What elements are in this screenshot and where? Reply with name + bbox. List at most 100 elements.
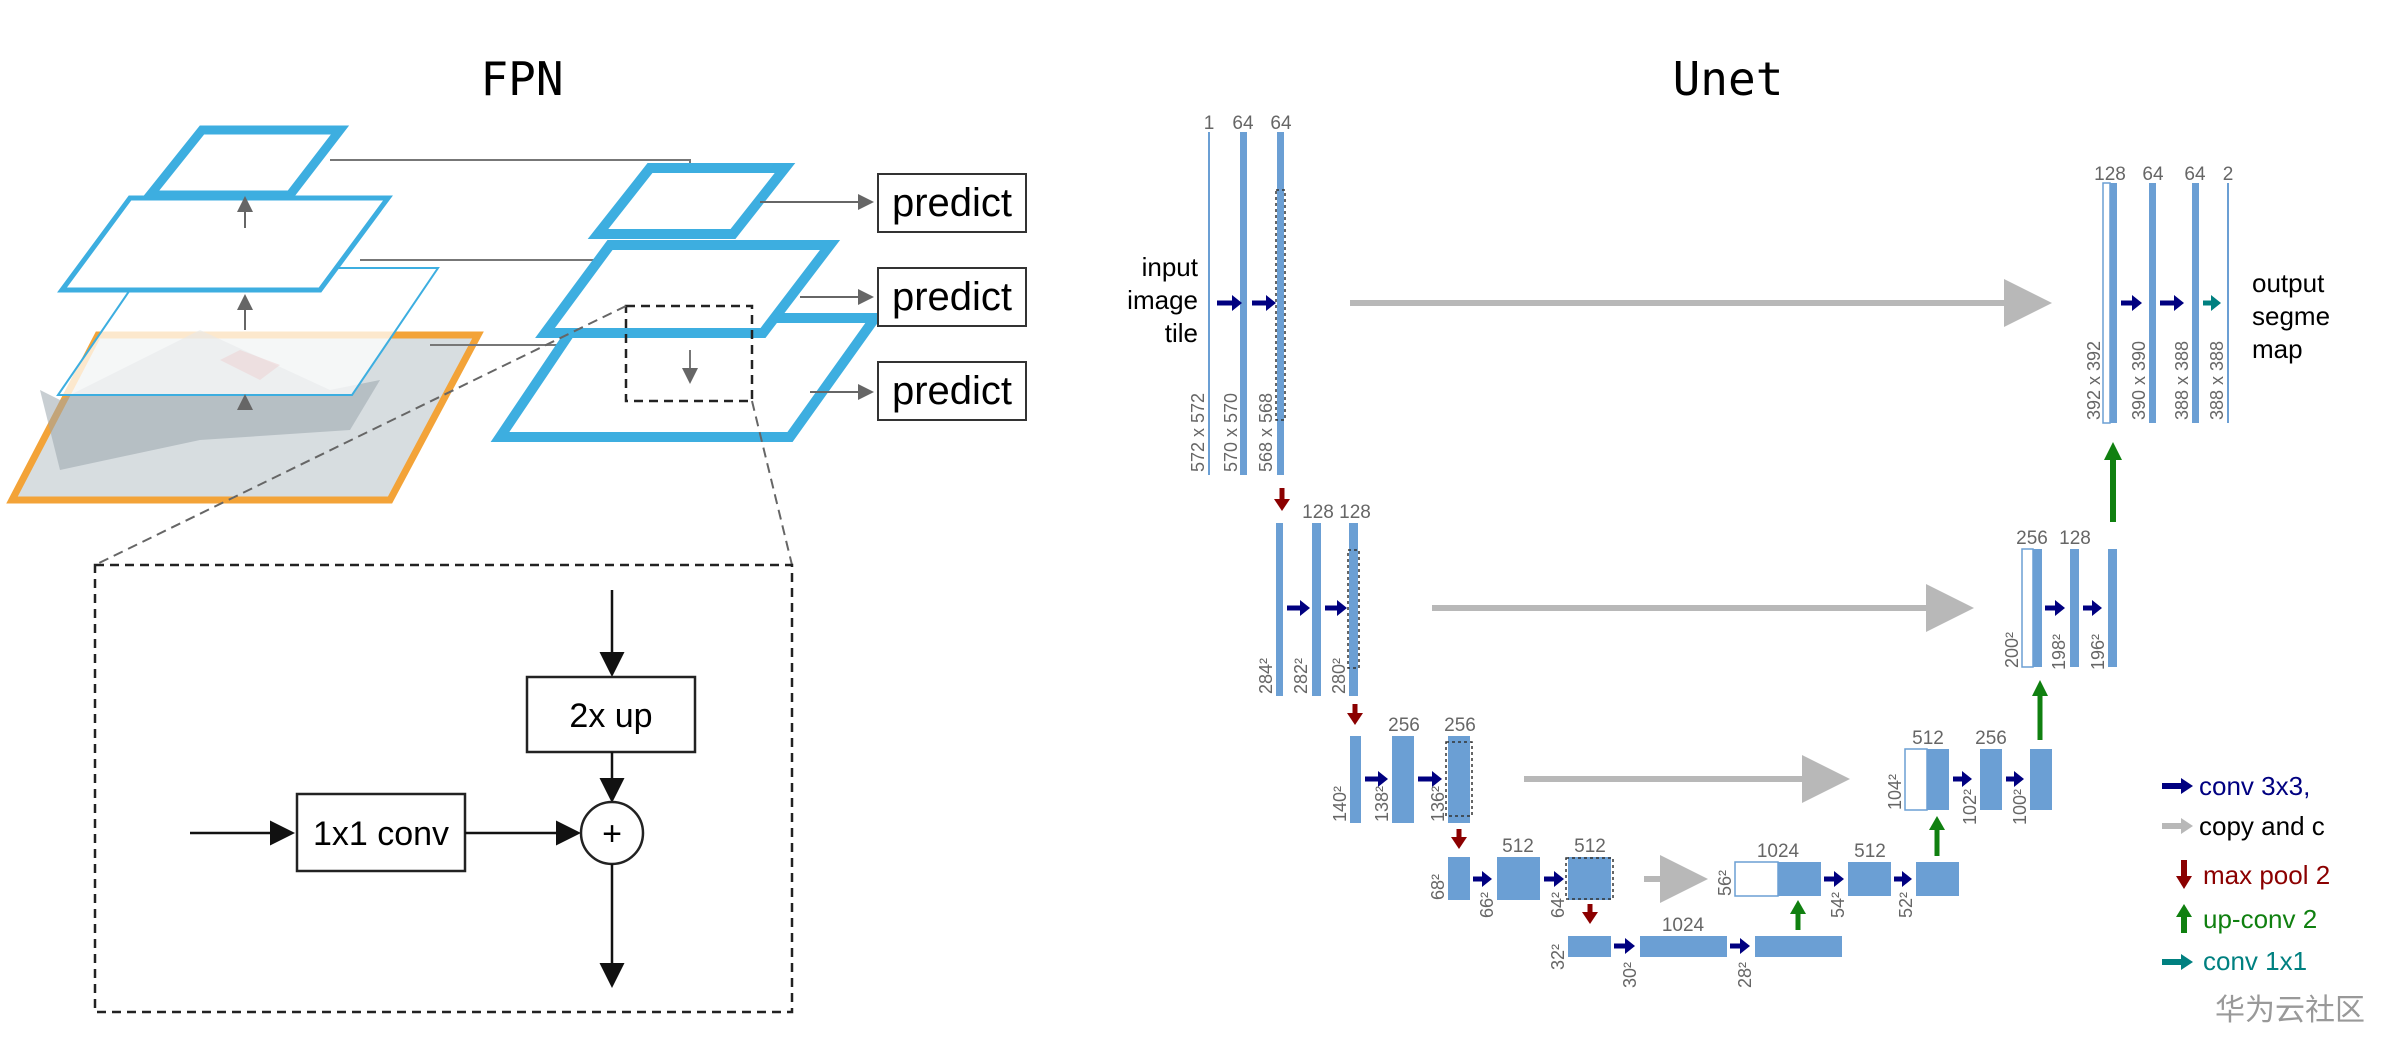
- fpn-predict-outputs: predict predict predict: [760, 173, 1027, 421]
- size-label: 138²: [1372, 786, 1392, 822]
- unet-level-1-decoder: 128 64 64 2 392 x 392 390 x 390 388 x 38…: [2084, 164, 2234, 424]
- unet-level-3-encoder: 256 256 140² 138² 136²: [1330, 704, 1476, 823]
- size-label: 56²: [1715, 870, 1735, 896]
- channel-label: 512: [1854, 841, 1886, 862]
- pyramid-level-4: [140, 125, 350, 200]
- unet-level-2-decoder: 256 128 200² 198² 196²: [2002, 442, 2122, 670]
- watermark: 华为云社区: [2215, 993, 2365, 1028]
- channel-label: 512: [1912, 728, 1944, 749]
- channel-label: 256: [1444, 715, 1476, 736]
- channel-label: 128: [1302, 502, 1334, 523]
- channel-label: 512: [1502, 836, 1534, 857]
- boat-photo-shape: [40, 330, 380, 470]
- size-label: 32²: [1548, 944, 1568, 970]
- input-label-line-2: image: [1127, 285, 1198, 315]
- zoom-line-right: [751, 400, 793, 566]
- channel-label: 64: [2142, 164, 2164, 185]
- detail-frame: [93, 563, 794, 1014]
- size-label: 568 x 568: [1256, 393, 1276, 472]
- size-label: 64²: [1548, 892, 1568, 918]
- size-label: 54²: [1828, 892, 1848, 918]
- size-label: 198²: [2049, 634, 2069, 670]
- channel-label: 128: [2094, 164, 2126, 185]
- legend-conv1x1: conv 1x1: [2203, 946, 2307, 976]
- channel-label: 128: [1339, 502, 1371, 523]
- conv1x1-box: [295, 792, 467, 873]
- channel-label: 64: [2184, 164, 2206, 185]
- size-label: 392 x 392: [2084, 341, 2104, 420]
- channel-label: 1024: [1757, 841, 1800, 862]
- size-label: 282²: [1291, 658, 1311, 694]
- sum-symbol: +: [602, 815, 622, 853]
- channel-label: 1: [1204, 113, 1215, 134]
- zoom-line-left: [94, 305, 627, 566]
- predict-label-1: predict: [892, 181, 1012, 225]
- size-label: 390 x 390: [2129, 341, 2149, 420]
- top-down-level-3: [587, 163, 796, 239]
- fpn-detail-block: 2x up 1x1 conv +: [93, 563, 794, 1014]
- input-label-line-3: tile: [1165, 318, 1198, 348]
- channel-label: 2: [2223, 164, 2234, 185]
- size-label: 572 x 572: [1188, 393, 1208, 472]
- predict-box-1: [877, 173, 1027, 233]
- channel-label: 512: [1574, 836, 1606, 857]
- size-label: 280²: [1329, 658, 1349, 694]
- size-label: 28²: [1735, 962, 1755, 988]
- output-label-line-2: segme: [2252, 301, 2330, 331]
- unet-bottleneck: 1024 32² 30² 28²: [1548, 900, 1842, 988]
- pyramid-level-2: [56, 267, 440, 396]
- unet-level-4-decoder: 1024 512 56² 54² 52²: [1715, 816, 1959, 918]
- unet-copy-arrows: [1350, 279, 2052, 903]
- pyramid-level-3: [57, 195, 393, 293]
- input-label-line-1: input: [1142, 252, 1199, 282]
- channel-label: 128: [2059, 528, 2091, 549]
- size-label: 200²: [2002, 632, 2022, 668]
- size-label: 136²: [1428, 786, 1448, 822]
- size-label: 30²: [1620, 962, 1640, 988]
- unet-level-4-encoder: 512 512 68² 66² 64²: [1428, 829, 1614, 918]
- unet-level-3-decoder: 512 256 104² 102² 100²: [1885, 680, 2052, 825]
- channel-label: 256: [2016, 528, 2048, 549]
- legend-up-conv: up-conv 2: [2203, 904, 2317, 934]
- size-label: 68²: [1428, 874, 1448, 900]
- predict-label-2: predict: [892, 275, 1012, 319]
- output-label-line-3: map: [2252, 334, 2303, 364]
- output-label-line-1: output: [2252, 268, 2325, 298]
- unet-level-2-encoder: 128 128 284² 282² 280²: [1256, 488, 1371, 696]
- channel-label: 1024: [1662, 915, 1705, 936]
- channel-label: 256: [1975, 728, 2007, 749]
- unet-diagram: Unet input image tile output segme map 1…: [1127, 52, 2385, 990]
- size-label: 104²: [1885, 774, 1905, 810]
- channel-label: 64: [1270, 113, 1292, 134]
- channel-label: 256: [1388, 715, 1420, 736]
- legend-copy-crop: copy and c: [2199, 811, 2325, 841]
- fpn-diagram: FPN: [6, 52, 1027, 1014]
- legend-max-pool: max pool 2: [2203, 860, 2330, 890]
- unet-level-1-encoder: 1 64 64 572 x 572 570 x 570 568 x 568: [1188, 113, 1292, 475]
- size-label: 196²: [2088, 634, 2108, 670]
- fpn-top-down-pyramid: [490, 163, 885, 442]
- fpn-title: FPN: [480, 52, 563, 106]
- upsample-label: 2x up: [569, 697, 652, 735]
- unet-legend: conv 3x3, copy and c max pool 2 up-conv …: [2162, 771, 2330, 976]
- channel-label: 64: [1232, 113, 1254, 134]
- legend-conv3x3: conv 3x3,: [2199, 771, 2310, 801]
- size-label: 66²: [1477, 892, 1497, 918]
- size-label: 388 x 388: [2207, 341, 2227, 420]
- size-label: 100²: [2010, 789, 2030, 825]
- predict-box-3: [877, 361, 1027, 421]
- predict-label-3: predict: [892, 369, 1012, 413]
- size-label: 140²: [1330, 786, 1350, 822]
- size-label: 388 x 388: [2172, 341, 2192, 420]
- size-label: 52²: [1896, 892, 1916, 918]
- conv1x1-label: 1x1 conv: [313, 815, 449, 853]
- fpn-bottom-up-pyramid: [6, 125, 484, 504]
- size-label: 102²: [1960, 789, 1980, 825]
- predict-box-2: [877, 267, 1027, 327]
- size-label: 284²: [1256, 658, 1276, 694]
- unet-title: Unet: [1673, 52, 1784, 106]
- zoom-region-box: [624, 304, 754, 403]
- top-down-level-2: [535, 240, 841, 338]
- size-label: 570 x 570: [1221, 393, 1241, 472]
